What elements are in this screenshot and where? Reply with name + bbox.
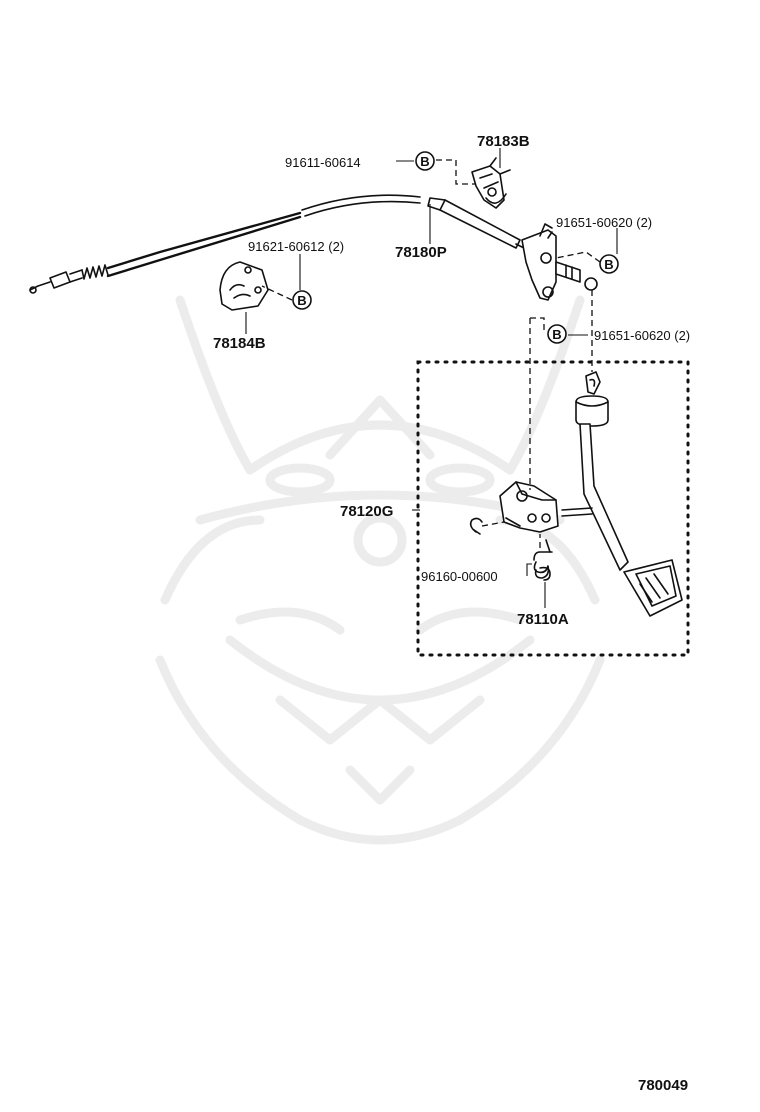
badge-b-1: B [415,151,435,171]
badge-b-2: B [292,290,312,310]
label-96160-00600[interactable]: 96160-00600 [421,569,498,584]
e-ring[interactable] [469,517,483,535]
svg-text:B: B [604,257,613,272]
label-78110a[interactable]: 78110A [517,611,569,628]
diagram-number: 780049 [638,1077,688,1094]
assembly-lines [261,159,601,548]
label-78184b[interactable]: 78184B [213,335,266,352]
svg-text:B: B [420,154,429,169]
accelerator-pedal[interactable] [561,371,683,617]
samurai-helmet-icon [155,295,605,845]
badge-b-4: B [547,324,567,344]
label-78183b[interactable]: 78183B [477,133,530,150]
pedal-assembly-frame [416,360,690,657]
return-spring[interactable] [533,539,553,581]
svg-text:B: B [552,327,561,342]
label-78120g[interactable]: 78120G [340,503,393,520]
label-91651-60620-bottom[interactable]: 91651-60620 (2) [594,328,690,343]
pedal-bracket[interactable] [499,481,559,533]
label-78180p[interactable]: 78180P [395,244,447,261]
cable-clip[interactable] [471,157,511,209]
label-91651-60620-top[interactable]: 91651-60620 (2) [556,215,652,230]
leader-lines [245,148,618,608]
svg-text:B: B [297,293,306,308]
label-91611-60614[interactable]: 91611-60614 [285,155,361,170]
cable-bracket[interactable] [521,223,598,301]
label-91621-60612[interactable]: 91621-60612 (2) [248,239,344,254]
cable-retainer[interactable] [219,261,269,311]
accelerator-cable[interactable] [29,194,529,294]
badge-b-3: B [599,254,619,274]
